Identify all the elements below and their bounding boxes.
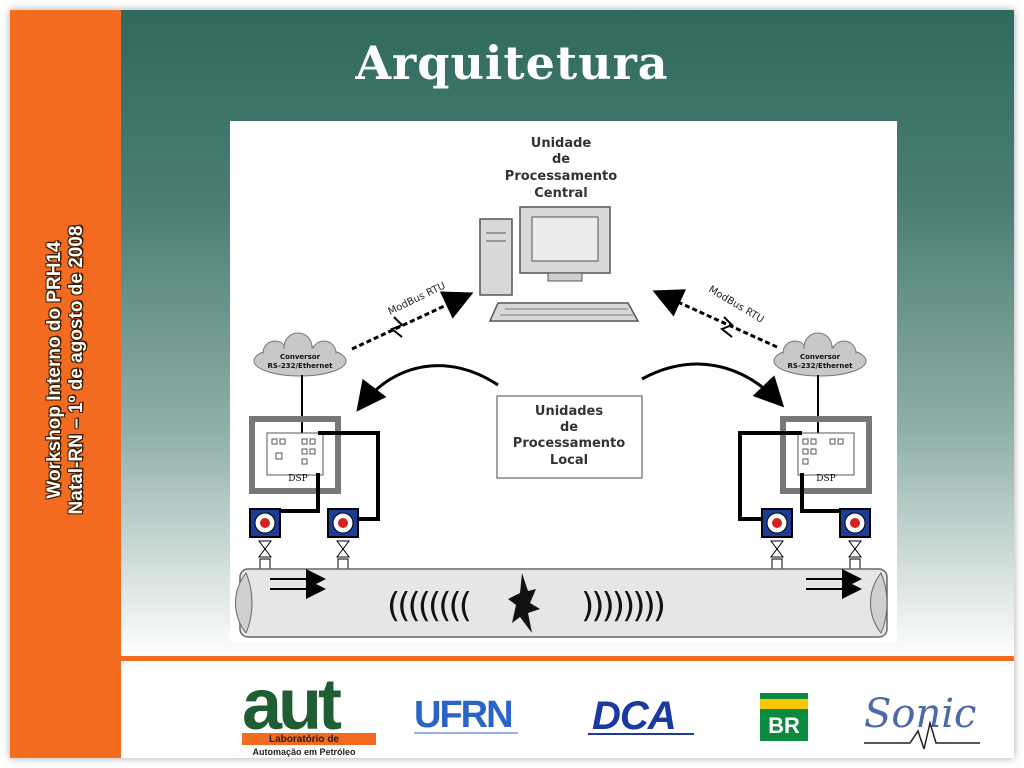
central-label-line-3: Processamento	[505, 169, 617, 184]
sensor-2	[327, 508, 359, 570]
br-logo-text: BR	[768, 713, 800, 738]
right-converter-cloud: Conversor RS-232/Ethernet	[773, 332, 867, 377]
left-curved-arrow	[356, 364, 499, 412]
central-label-line-2: de	[552, 152, 570, 167]
aut-logo: aut Laboratório de Automação em Petróleo	[242, 665, 376, 757]
left-lightning-icon	[390, 316, 404, 338]
central-label-line-1: Unidade	[531, 136, 592, 151]
ufrn-logo: UFRN	[410, 691, 528, 737]
left-converter-cloud: Conversor RS-232/Ethernet	[253, 332, 347, 377]
local-units-box: Unidades de Processamento Local	[496, 395, 643, 479]
pipeline	[235, 568, 888, 638]
sidebar-text: Workshop Interno do PRH14 Natal-RN – 1º …	[44, 160, 88, 580]
right-acoustic-waves: ))))))))	[581, 586, 664, 626]
right-modbus-arrow	[652, 289, 778, 349]
left-modbus-label: ModBus RTU	[386, 280, 447, 317]
left-dsp-label: DSP	[288, 474, 307, 484]
right-dsp-unit: DSP	[780, 416, 872, 494]
sensor-4	[839, 508, 871, 570]
left-acoustic-waves: ((((((((	[387, 586, 470, 626]
left-converter-label-2: RS-232/Ethernet	[268, 362, 334, 370]
dca-logo-text: DCA	[592, 694, 676, 738]
left-dsp-unit: DSP	[249, 416, 341, 494]
sidebar-line-2: Natal-RN – 1º de agosto de 2008	[66, 225, 87, 515]
right-dsp-label: DSP	[816, 474, 835, 484]
dca-logo: DCA	[586, 691, 698, 739]
local-label-line-3: Processamento	[513, 436, 625, 451]
br-logo: BR	[760, 693, 808, 741]
left-converter-label-1: Conversor	[280, 353, 321, 361]
sensor-3	[761, 508, 793, 570]
computer-icon	[479, 206, 640, 322]
ufrn-logo-text: UFRN	[414, 694, 512, 736]
sensor-1	[249, 508, 281, 570]
aut-logo-sub2: Automação em Petróleo	[252, 747, 356, 757]
right-converter-label-2: RS-232/Ethernet	[788, 362, 854, 370]
central-label-line-4: Central	[534, 186, 587, 201]
footer-logos: aut Laboratório de Automação em Petróleo…	[240, 661, 1014, 758]
local-label-line-1: Unidades	[535, 404, 603, 419]
sonic-logo-text: Sonic	[864, 691, 976, 737]
sidebar	[10, 10, 121, 758]
right-sensor-cable-1	[738, 431, 802, 521]
left-modbus-arrow	[351, 291, 474, 351]
sidebar-line-1: Workshop Interno do PRH14	[44, 241, 65, 499]
right-lightning-icon	[720, 316, 734, 338]
flow-arrows-left	[270, 569, 326, 599]
aut-logo-main: aut	[242, 665, 342, 745]
sonic-logo: Sonic	[860, 683, 986, 752]
right-curved-arrow	[641, 362, 785, 408]
left-sensor-cable-1	[318, 431, 380, 521]
aut-logo-sub1: Laboratório de	[269, 734, 339, 745]
footer-divider	[121, 656, 1014, 661]
flow-arrows-right	[806, 569, 862, 599]
local-label-line-2: de	[560, 420, 578, 435]
leak-burst-icon	[508, 573, 540, 633]
central-unit-label: Unidade de Processamento Central	[505, 136, 617, 201]
slide-title: Arquitetura	[355, 36, 669, 90]
local-label-line-4: Local	[550, 453, 588, 468]
architecture-diagram: Unidade de Processamento Central	[230, 121, 897, 642]
right-converter-label-1: Conversor	[800, 353, 841, 361]
